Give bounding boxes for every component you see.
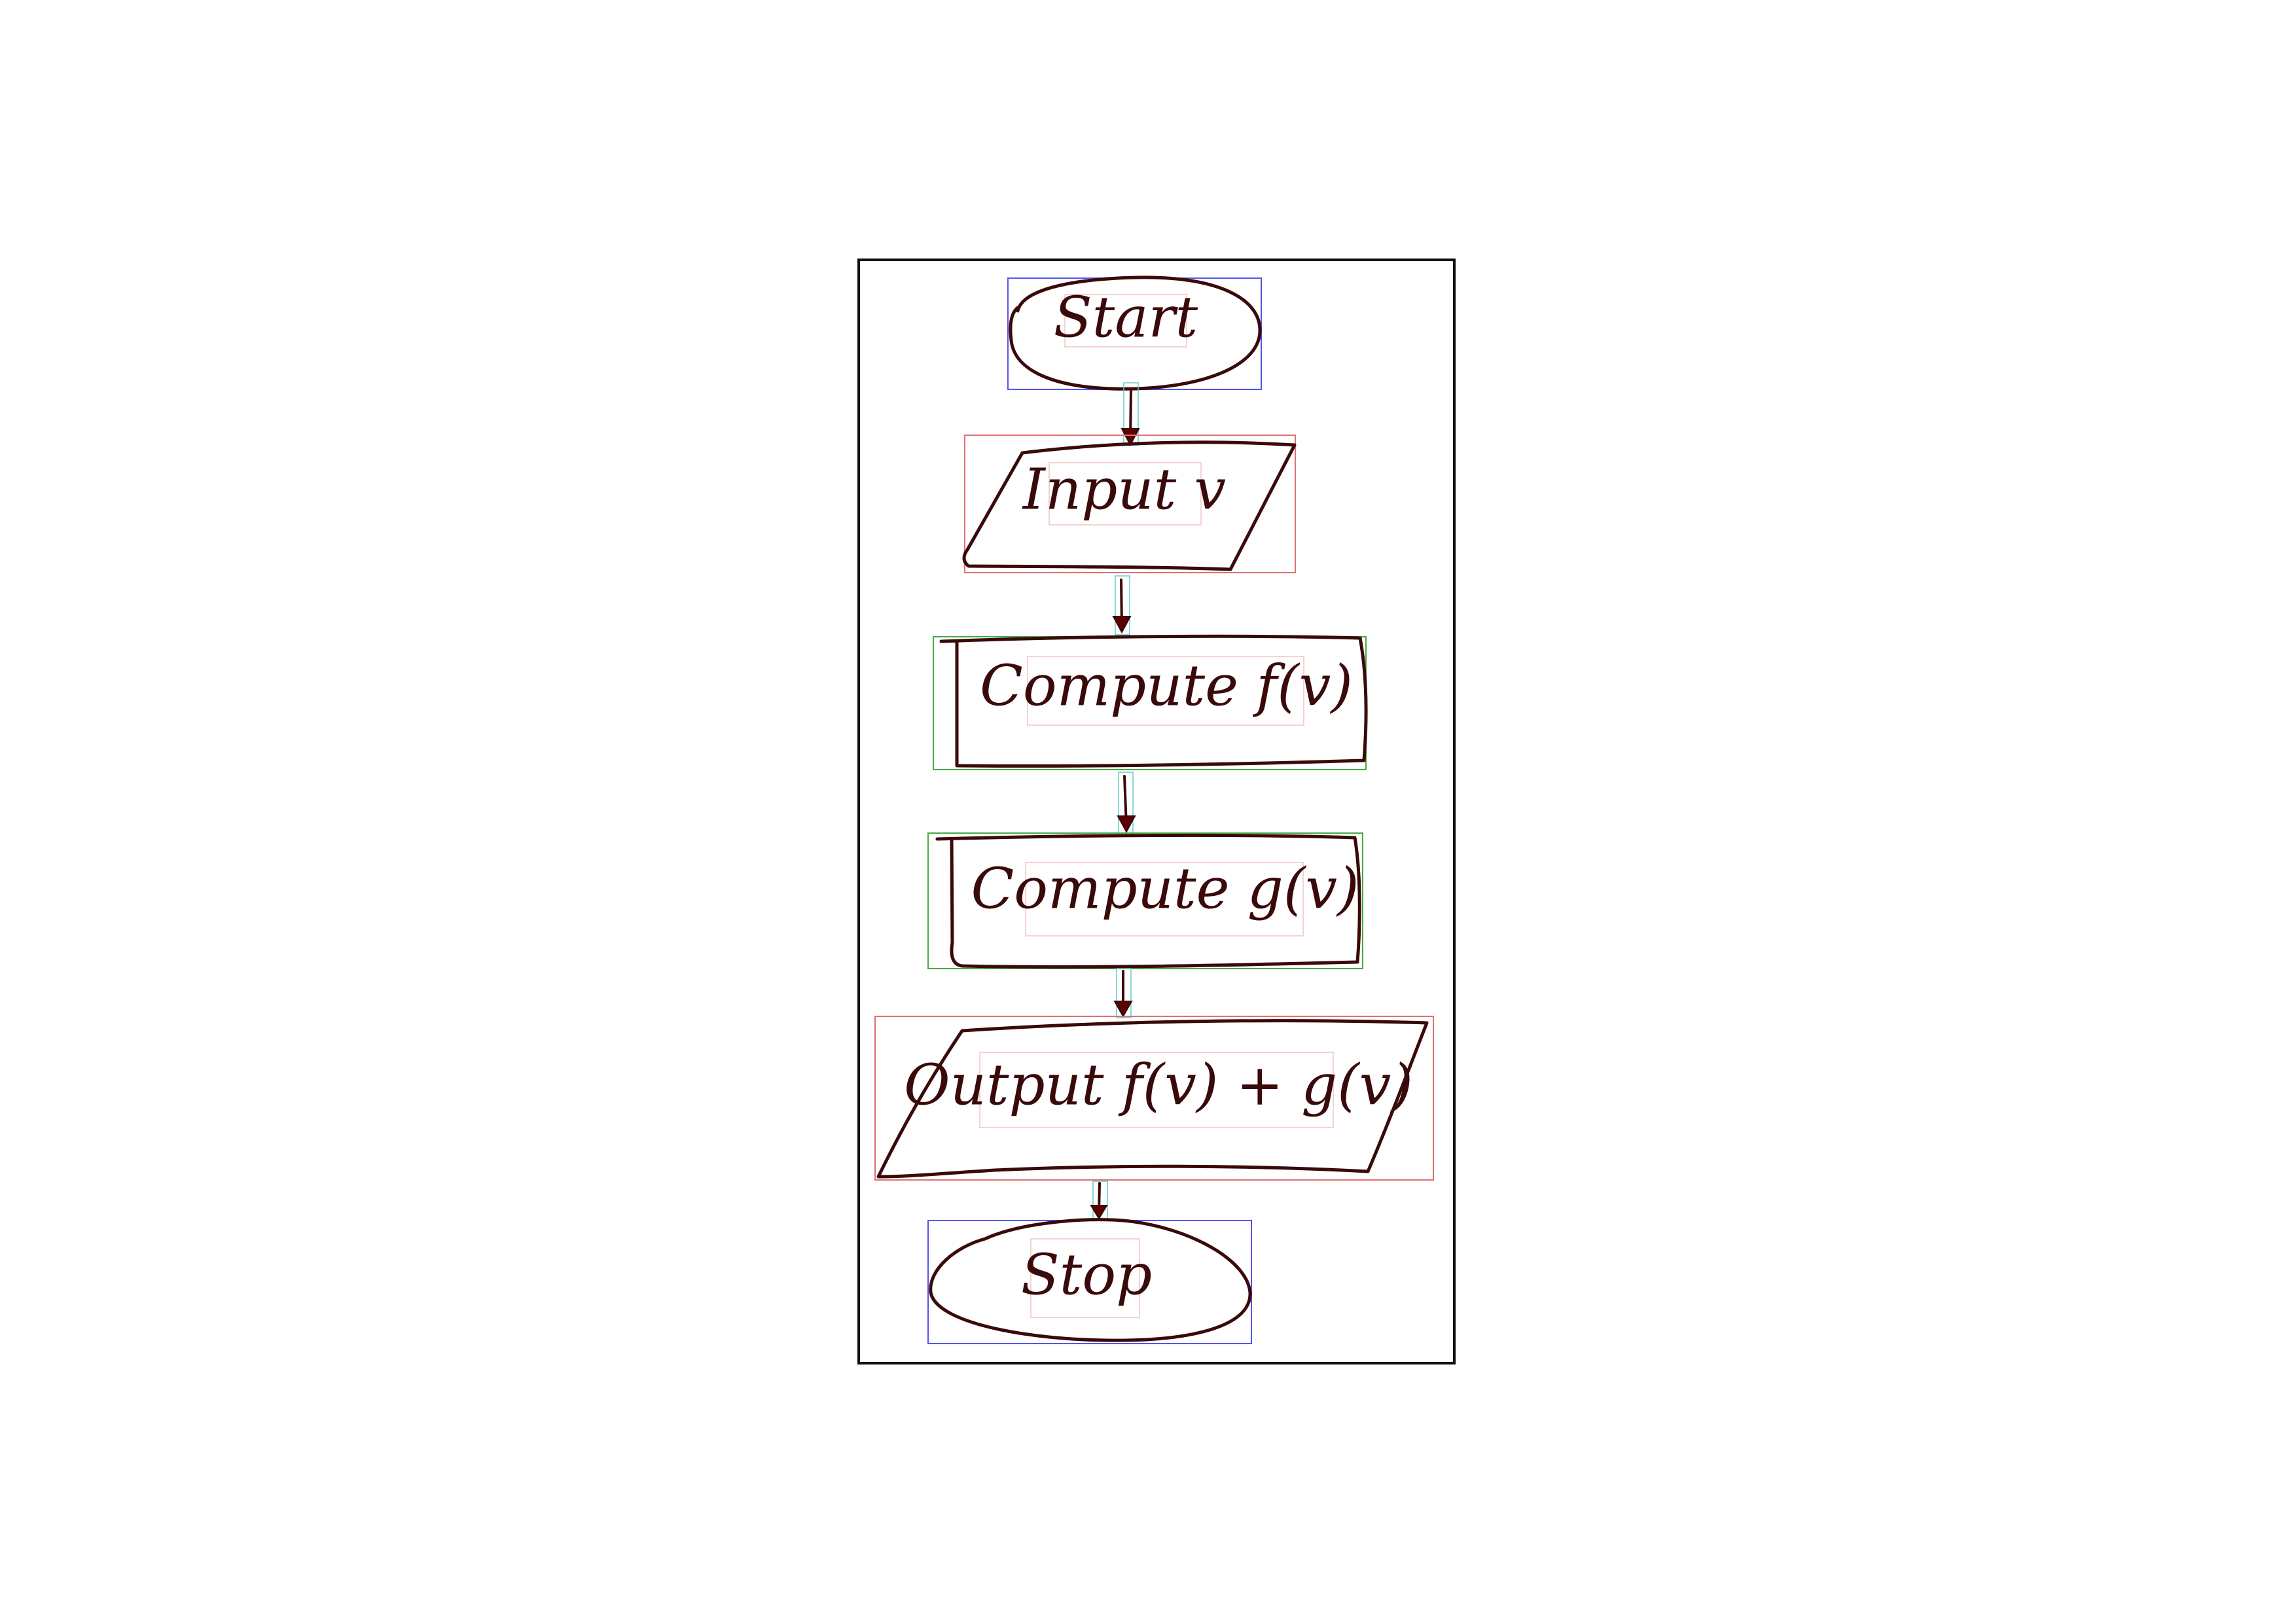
edge-input-to-compute-f-arrowhead <box>1112 616 1132 634</box>
start-node-label: Start <box>1054 285 1198 351</box>
stop-node[interactable]: Stop <box>927 1218 1252 1344</box>
output-node-bounding-box <box>874 1016 1434 1181</box>
edge-output-to-stop-arrowhead <box>1090 1205 1108 1220</box>
input-node-label: Input v <box>1022 457 1226 523</box>
edge-compute-g-to-output-arrowhead <box>1113 1001 1133 1018</box>
input-node-bounding-box <box>964 435 1296 573</box>
edge-start-to-input <box>1121 382 1140 447</box>
edge-start-to-input-arrowhead <box>1121 428 1140 447</box>
input-node[interactable]: Input v <box>962 435 1297 573</box>
input-node-parallelogram <box>962 440 1297 571</box>
diagram-frame <box>857 259 1456 1364</box>
output-node-parallelogram <box>876 1019 1429 1179</box>
start-node[interactable]: Start <box>1007 276 1262 391</box>
output-node-label: Output f(v) + g(v) <box>904 1053 1413 1118</box>
compute-g-node-text-box <box>1025 862 1304 936</box>
compute-f-node-rectangle <box>939 634 1368 768</box>
compute-f-node-label: Compute f(v) <box>980 654 1353 719</box>
compute-g-node-rectangle <box>935 833 1361 969</box>
edge-compute-g-to-output <box>1113 968 1133 1018</box>
compute-f-node-text-box <box>1027 656 1304 726</box>
stop-node-ellipse <box>929 1218 1252 1342</box>
output-node-text-box <box>979 1052 1334 1128</box>
edge-input-to-compute-f <box>1112 575 1132 635</box>
output-node[interactable]: Output f(v) + g(v) <box>874 1016 1434 1181</box>
edge-output-to-stop <box>1090 1181 1108 1221</box>
start-node-text-box <box>1064 294 1187 348</box>
edge-compute-f-to-compute-g <box>1117 772 1136 835</box>
compute-g-node[interactable]: Compute g(v) <box>927 832 1363 969</box>
edge-compute-f-to-compute-g-arrowhead <box>1117 815 1136 834</box>
compute-g-node-label: Compute g(v) <box>971 857 1359 922</box>
stop-node-label: Stop <box>1021 1243 1152 1308</box>
edge-compute-g-to-output-box <box>1116 968 1132 1018</box>
compute-g-node-bounding-box <box>927 832 1363 969</box>
edge-input-to-compute-f-box <box>1115 575 1130 635</box>
start-node-ellipse <box>1009 276 1262 391</box>
input-node-text-box <box>1049 462 1202 526</box>
compute-f-node[interactable]: Compute f(v) <box>933 634 1368 770</box>
stop-node-text-box <box>1030 1238 1140 1318</box>
